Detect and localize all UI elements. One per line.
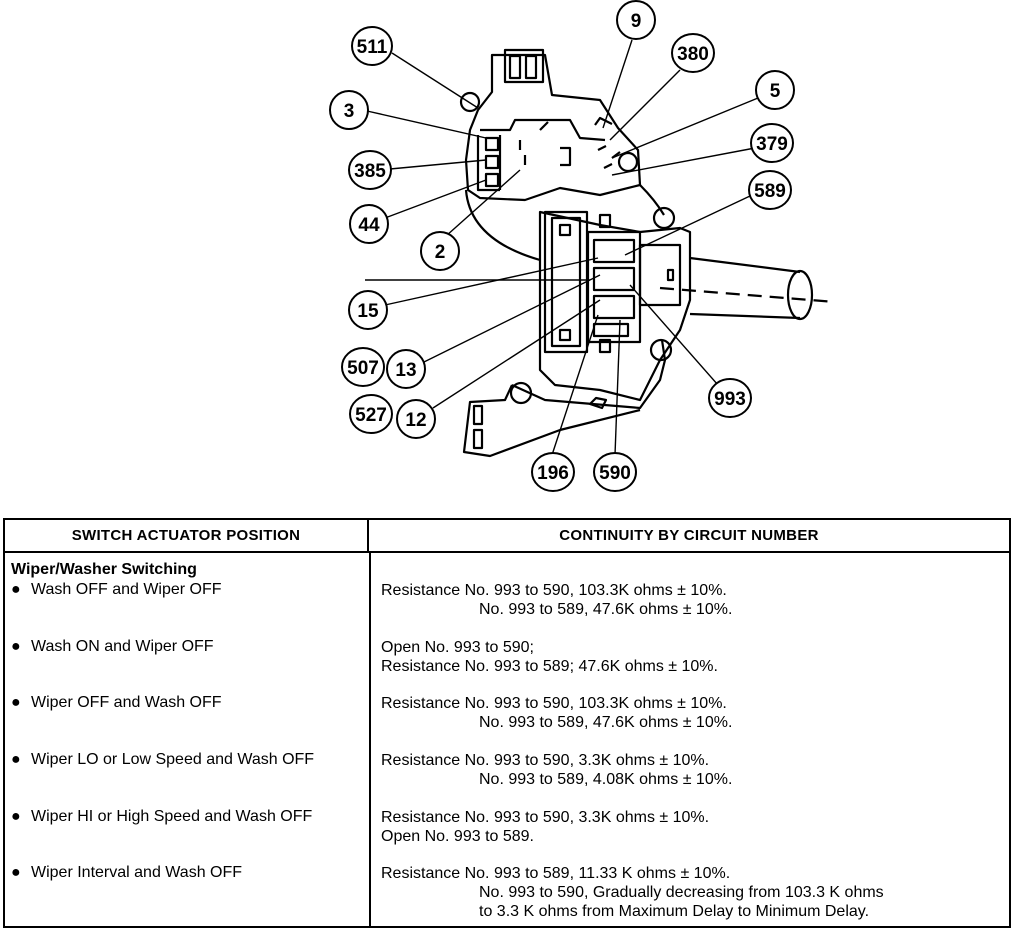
callout-label: 12: [405, 410, 426, 431]
table-row-position: ●Wiper LO or Low Speed and Wash OFF: [11, 751, 315, 768]
bullet-icon: ●: [11, 864, 21, 881]
table-row-continuity: Resistance No. 993 to 589, 11.33 K ohms …: [381, 864, 884, 921]
callout-label: 380: [677, 44, 709, 65]
continuity-line: No. 993 to 589, 4.08K ohms ± 10%.: [479, 771, 733, 788]
bullet-icon: ●: [11, 808, 21, 825]
callout-44: [349, 204, 389, 244]
callout-2: [420, 231, 460, 271]
continuity-line: Resistance No. 993 to 590, 103.3K ohms ±…: [381, 582, 727, 599]
header-switch-position: SWITCH ACTUATOR POSITION: [5, 520, 369, 553]
callout-15: [348, 290, 388, 330]
callout-label: 15: [357, 301, 379, 322]
callout-385: [348, 150, 392, 190]
callout-590: [593, 452, 637, 492]
continuity-line: Resistance No. 993 to 589; 47.6K ohms ± …: [381, 658, 718, 675]
table-row-position: ●Wash OFF and Wiper OFF: [11, 581, 222, 598]
callout-3: [329, 90, 369, 130]
table-row-continuity: Resistance No. 993 to 590, 103.3K ohms ±…: [381, 581, 732, 619]
bullet-icon: ●: [11, 751, 21, 768]
callout-label: 511: [357, 37, 388, 58]
table-row-position: ●Wash ON and Wiper OFF: [11, 638, 214, 655]
callout-label: 385: [354, 161, 386, 182]
continuity-table: SWITCH ACTUATOR POSITION CONTINUITY BY C…: [3, 518, 1011, 928]
callout-507: [341, 347, 385, 387]
callout-label: 379: [756, 134, 788, 155]
callout-label: 9: [631, 11, 642, 32]
continuity-line: No. 993 to 589, 47.6K ohms ± 10%.: [479, 601, 733, 618]
bullet-icon: ●: [11, 581, 21, 598]
table-row-position: ●Wiper OFF and Wash OFF: [11, 694, 222, 711]
section-title: Wiper/Washer Switching: [11, 561, 197, 578]
callout-label: 589: [754, 181, 786, 202]
column-divider: [369, 553, 371, 926]
callout-label: 993: [714, 389, 746, 410]
callout-379: [750, 123, 794, 163]
callout-13: [386, 349, 426, 389]
bullet-icon: ●: [11, 694, 21, 711]
bullet-icon: ●: [11, 638, 21, 655]
callout-label: 2: [435, 242, 446, 263]
table-row-position: ●Wiper HI or High Speed and Wash OFF: [11, 808, 313, 825]
continuity-line: to 3.3 K ohms from Maximum Delay to Mini…: [479, 903, 870, 920]
switch-connector-diagram: 511 3 385 44 2 9 380 5 379 589 15 507 13…: [329, 0, 836, 492]
upper-housing-outline: [464, 53, 642, 202]
callout-12: [396, 399, 436, 439]
callout-993: [708, 378, 752, 418]
callout-511: [351, 26, 393, 66]
header-continuity: CONTINUITY BY CIRCUIT NUMBER: [369, 520, 1009, 553]
table-row-continuity: Resistance No. 993 to 590, 3.3K ohms ± 1…: [381, 808, 709, 846]
continuity-line: Resistance No. 993 to 589, 11.33 K ohms …: [381, 865, 731, 882]
continuity-line: No. 993 to 590, Gradually decreasing fro…: [479, 884, 884, 901]
callout-label: 44: [358, 215, 380, 236]
continuity-line: Open No. 993 to 589.: [381, 828, 534, 845]
table-row-position: ●Wiper Interval and Wash OFF: [11, 864, 243, 881]
callout-527: [349, 394, 393, 434]
callout-380: [671, 33, 715, 73]
continuity-line: Resistance No. 993 to 590, 103.3K ohms ±…: [381, 695, 727, 712]
callout-label: 527: [355, 405, 387, 426]
callout-label: 13: [395, 360, 416, 381]
continuity-line: Open No. 993 to 590;: [381, 639, 534, 656]
table-row-continuity: Resistance No. 993 to 590, 3.3K ohms ± 1…: [381, 751, 732, 789]
callout-label: 590: [599, 463, 631, 484]
wiper-stalk: [689, 256, 801, 320]
table-row-continuity: Open No. 993 to 590; Resistance No. 993 …: [381, 638, 718, 676]
callout-196: [531, 452, 575, 492]
continuity-line: Resistance No. 993 to 590, 3.3K ohms ± 1…: [381, 809, 710, 826]
callout-589: [748, 170, 792, 210]
table-row-continuity: Resistance No. 993 to 590, 103.3K ohms ±…: [381, 694, 732, 732]
callout-label: 507: [347, 358, 379, 379]
continuity-line: Resistance No. 993 to 590, 3.3K ohms ± 1…: [381, 752, 710, 769]
callout-label: 3: [344, 101, 355, 122]
callout-label: 196: [537, 463, 569, 484]
continuity-line: No. 993 to 589, 47.6K ohms ± 10%.: [479, 714, 733, 731]
callout-9: [616, 0, 656, 40]
callout-5: [755, 70, 795, 110]
callout-label: 5: [770, 81, 781, 102]
mounting-bracket: [511, 339, 667, 410]
